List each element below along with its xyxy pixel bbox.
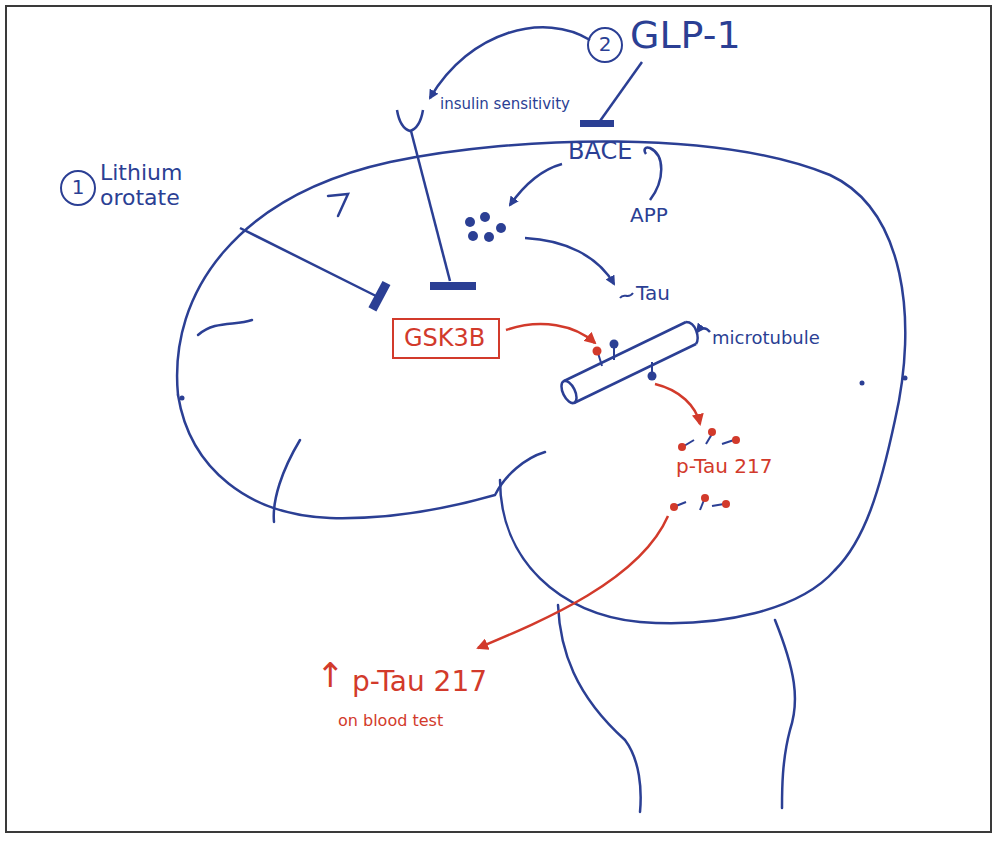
drug-label: GLP-1 bbox=[630, 14, 741, 58]
brainstem-outline bbox=[775, 620, 795, 808]
microtubule-symbol bbox=[564, 322, 686, 381]
release-arrow bbox=[655, 384, 700, 424]
inhibition-bar bbox=[580, 120, 614, 127]
release-arrow bbox=[478, 516, 668, 648]
cerebellum-outline bbox=[500, 480, 835, 623]
outline-dot bbox=[860, 381, 865, 386]
brainstem-outline bbox=[558, 605, 641, 812]
process-arrow bbox=[525, 238, 614, 284]
note-label: on blood test bbox=[338, 712, 443, 730]
outline-dot bbox=[903, 376, 908, 381]
enzyme-name: GSK3B bbox=[404, 324, 488, 353]
callout-circle bbox=[588, 28, 622, 62]
amyloid-dot bbox=[480, 212, 490, 222]
protein-label: APP bbox=[630, 204, 668, 227]
phosphate-dot bbox=[708, 428, 716, 436]
biomarker-label: p-Tau 217 bbox=[352, 666, 487, 698]
receptor-symbol bbox=[397, 110, 423, 131]
process-arrow bbox=[510, 164, 562, 205]
callout-circle bbox=[61, 171, 95, 205]
stimulation-arrow bbox=[430, 27, 590, 98]
amyloid-dot bbox=[484, 232, 494, 242]
phosphate-dot bbox=[722, 500, 730, 508]
cerebrum-outline bbox=[177, 141, 905, 570]
phosphate-dot bbox=[678, 443, 686, 451]
inhibition-line bbox=[600, 62, 642, 121]
structure-label: microtubule bbox=[712, 328, 820, 349]
phosphate-dot bbox=[610, 340, 619, 349]
inhibition-line bbox=[411, 131, 450, 281]
biomarker-label: p-Tau 217 bbox=[676, 455, 772, 478]
phosphate-dot bbox=[701, 494, 709, 502]
inhibition-bar bbox=[430, 282, 476, 290]
callout-number: 1 bbox=[69, 176, 87, 199]
tau-squiggle bbox=[620, 293, 633, 298]
phosphate-dot bbox=[670, 503, 678, 511]
leader-arrow bbox=[697, 328, 710, 332]
microtubule-symbol bbox=[558, 379, 579, 406]
microtubule-symbol bbox=[686, 322, 698, 344]
inhibition-line bbox=[240, 228, 376, 296]
temporal-outline bbox=[178, 395, 545, 518]
enzyme-box: GSK3B bbox=[392, 318, 500, 359]
sulcus bbox=[274, 440, 300, 522]
protein-label: Tau bbox=[636, 282, 670, 305]
increase-symbol: ↑ bbox=[316, 656, 345, 695]
enzyme-label: BACE bbox=[568, 138, 632, 166]
phosphate-dot bbox=[593, 347, 602, 356]
sulcus bbox=[328, 194, 348, 216]
photo-frame bbox=[6, 6, 991, 832]
cleavage-line bbox=[645, 147, 662, 200]
amyloid-dot bbox=[468, 231, 478, 241]
inhibition-bar bbox=[368, 281, 390, 312]
phosphate-dot bbox=[648, 372, 657, 381]
sulcus bbox=[198, 320, 252, 335]
callout-number: 2 bbox=[596, 33, 614, 56]
drug-label: Lithium orotate bbox=[100, 160, 200, 211]
phosphate-dot bbox=[732, 436, 740, 444]
pathway-label: insulin sensitivity bbox=[440, 96, 570, 113]
amyloid-dot bbox=[465, 217, 475, 227]
amyloid-dot bbox=[496, 223, 506, 233]
tau-stalk bbox=[613, 347, 615, 360]
phosphorylation-arrow bbox=[506, 324, 595, 343]
outline-dot bbox=[180, 396, 185, 401]
